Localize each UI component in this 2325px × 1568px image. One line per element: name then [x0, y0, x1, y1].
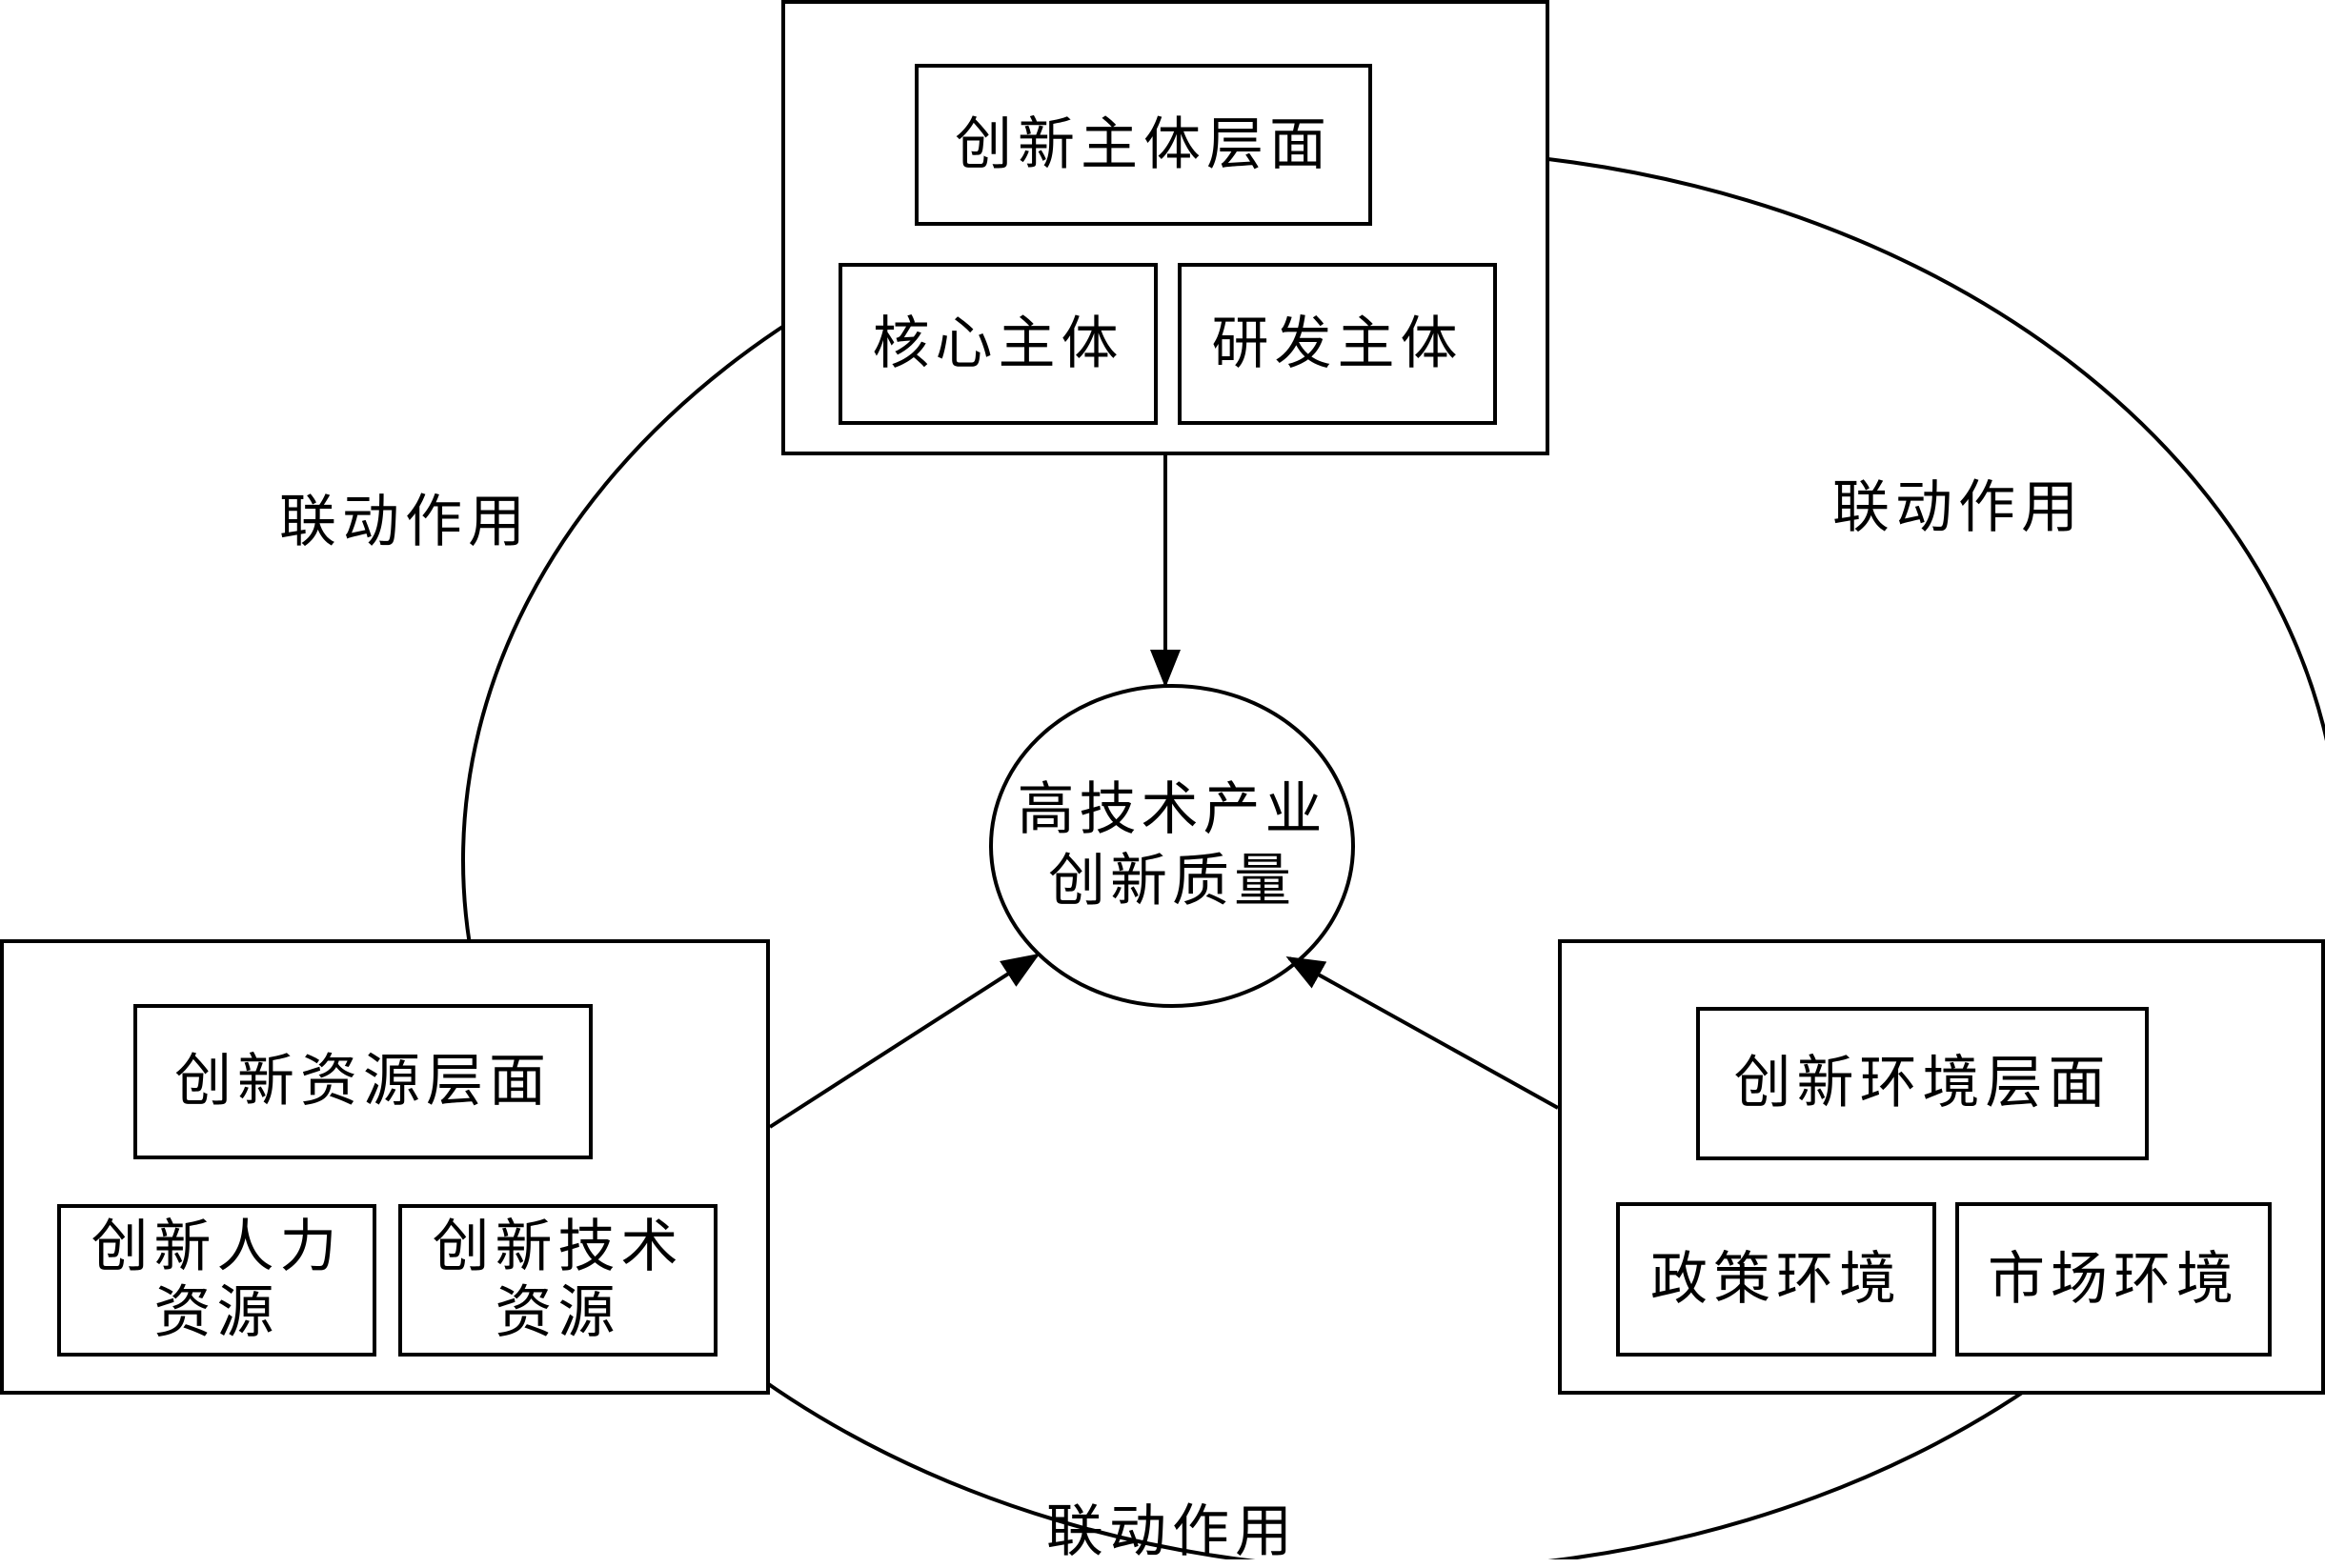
subject-layer-title: 创新主体层面: [915, 64, 1372, 226]
environment-layer-title: 创新环境层面: [1696, 1007, 2149, 1160]
center-line-2: 创新质量: [1048, 848, 1296, 915]
center-line-1: 高技术产业: [1017, 776, 1327, 843]
arrow-resource-to-center: [768, 953, 1041, 1129]
market-environment-node: 市场环境: [1955, 1202, 2272, 1357]
tech-resource-node: 创新技术 资源: [398, 1204, 718, 1357]
linkage-label-left: 联动作用: [279, 489, 531, 555]
rd-subject-node: 研发主体: [1178, 263, 1497, 425]
center-node: 高技术产业 创新质量: [991, 686, 1353, 1006]
arrow-environment-to-center: [1285, 956, 1559, 1110]
linkage-label-bottom: 联动作用: [1046, 1498, 1298, 1565]
resource-layer-title: 创新资源层面: [133, 1004, 593, 1159]
linkage-label-right: 联动作用: [1832, 474, 2084, 541]
policy-environment-node: 政策环境: [1616, 1202, 1936, 1357]
human-resource-node: 创新人力 资源: [57, 1204, 376, 1357]
core-subject-node: 核心主体: [839, 263, 1158, 425]
